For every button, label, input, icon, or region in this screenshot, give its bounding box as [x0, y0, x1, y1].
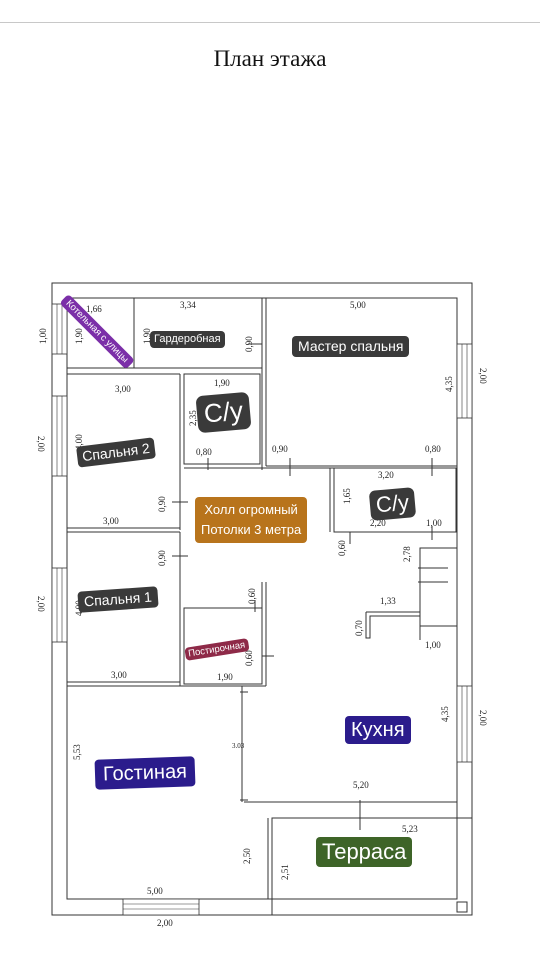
dim-bath2-door: 1,00 — [426, 518, 442, 528]
dim-master-height: 4,35 — [444, 376, 454, 392]
room-label-living: Гостиная — [94, 756, 196, 790]
room-label-kitchen: Кухня — [345, 716, 411, 744]
dim-right-window-1: 2,00 — [478, 368, 488, 384]
dim-laundry-width: 1,90 — [217, 672, 233, 682]
dim-hall-door: 0,60 — [337, 540, 347, 556]
dim-wardrobe-width: 3,34 — [180, 300, 196, 310]
room-label-hall: Холл огромный Потолки 3 метра — [195, 497, 308, 544]
dim-bath1-height: 2,35 — [188, 410, 198, 426]
room-label-bath-2: С/у — [368, 487, 417, 522]
dim-terrace-height: 2,51 — [280, 864, 290, 880]
walls — [51, 282, 473, 916]
dim-bed2-door: 0,90 — [157, 496, 167, 512]
dimensions: 1,66 1,90 1,00 3,34 1,90 0,90 5,00 4,35 … — [36, 300, 488, 928]
dim-bottom-window: 2,00 — [157, 918, 173, 928]
dim-bath2-small: 2,20 — [370, 518, 386, 528]
dim-bath1-door: 0,80 — [196, 447, 212, 457]
dim-kitchen-height: 4,35 — [440, 706, 450, 722]
dim-bath1-width: 1,90 — [214, 378, 230, 388]
top-divider — [0, 22, 540, 23]
dim-wardrobe-height: 1,90 — [142, 328, 152, 344]
dim-bed1-door: 0,90 — [157, 550, 167, 566]
dim-master-door-2: 0,80 — [425, 444, 441, 454]
dim-boiler-height: 1,90 — [74, 328, 84, 344]
dim-bed1-bottom: 3,00 — [111, 670, 127, 680]
room-label-wardrobe: Гардеробная — [150, 331, 225, 349]
dim-bed2-height: 4,00 — [74, 434, 84, 450]
dim-bath2-height: 1,65 — [342, 488, 352, 504]
dim-living-height: 5,53 — [72, 744, 82, 760]
dim-kitchen-top: 1,00 — [425, 640, 441, 650]
hall-label-line-2: Потолки 3 метра — [201, 522, 302, 538]
dim-terrace-width: 5,23 — [402, 824, 418, 834]
dim-ceiling: 3.03 — [232, 742, 245, 750]
dim-stair-height: 2,78 — [402, 546, 412, 562]
dim-counter-width: 1,33 — [380, 596, 396, 606]
room-label-terrace: Терраса — [316, 837, 413, 868]
dim-laundry-side: 0,60 — [244, 650, 254, 666]
dim-left-window-1: 2,00 — [36, 436, 46, 452]
dim-counter-height: 0,70 — [354, 620, 364, 636]
dim-master-door-1: 0,90 — [272, 444, 288, 454]
hall-label-line-1: Холл огромный — [204, 502, 298, 517]
room-label-master: Мастер спальня — [292, 336, 410, 357]
dim-kitchen-width: 5,20 — [353, 780, 369, 790]
room-label-bath-1: С/у — [195, 391, 252, 434]
dim-bed2-top: 3,00 — [115, 384, 131, 394]
dim-wardrobe-door: 0,90 — [244, 336, 254, 352]
dim-boiler-width: 1,66 — [86, 304, 102, 314]
dim-laundry-top: 0,60 — [247, 588, 257, 604]
dim-master-width: 5,00 — [350, 300, 366, 310]
page-title: План этажа — [213, 46, 327, 71]
dim-right-window-2: 2,00 — [478, 710, 488, 726]
door-ticks — [172, 343, 448, 830]
windows — [51, 303, 473, 916]
dim-living-width: 5,00 — [147, 886, 163, 896]
dim-left-top: 1,00 — [38, 328, 48, 344]
dim-left-window-2: 2,00 — [36, 596, 46, 612]
dim-bath2-width: 3,20 — [378, 470, 394, 480]
dim-bed2-bottom: 3,00 — [103, 516, 119, 526]
window-panes — [56, 304, 468, 910]
dim-living-side: 2,50 — [242, 848, 252, 864]
